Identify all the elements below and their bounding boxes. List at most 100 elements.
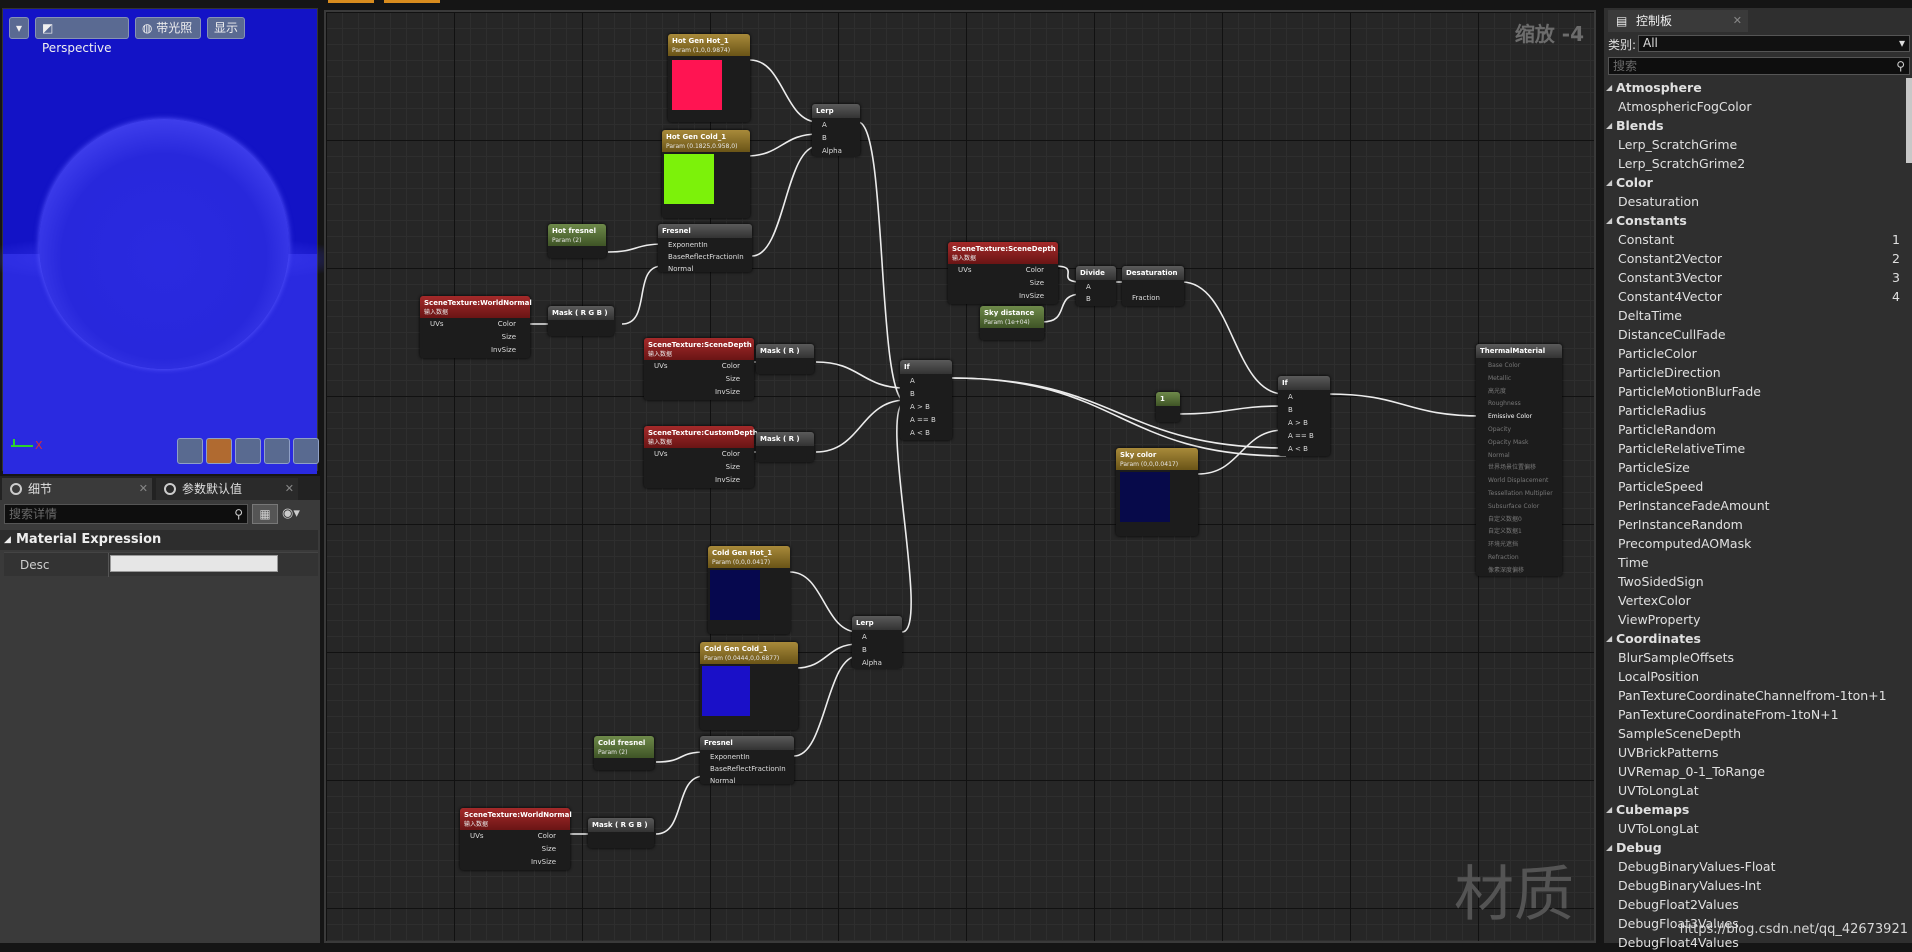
palette-item[interactable]: VertexColor [1604, 591, 1912, 610]
material-pin[interactable]: Normal [1488, 451, 1510, 459]
node-mask-r-2[interactable]: Mask ( R ) [756, 432, 814, 462]
palette-item[interactable]: Desaturation [1604, 192, 1912, 211]
palette-item[interactable]: DebugBinaryValues-Int [1604, 876, 1912, 895]
pin-alpha[interactable]: Alpha [862, 659, 882, 667]
pin-exponent[interactable]: ExponentIn [668, 241, 708, 249]
pin-altb[interactable]: A < B [1288, 445, 1308, 453]
palette-item[interactable]: DebugFloat3Values [1604, 914, 1912, 933]
palette-item[interactable]: ParticleRandom [1604, 420, 1912, 439]
palette-item[interactable]: UVToLongLat [1604, 819, 1912, 838]
material-pin[interactable]: Opacity [1488, 426, 1512, 433]
sphere-preview-icon[interactable] [206, 438, 232, 464]
pin-invsize[interactable]: InvSize [714, 388, 740, 396]
palette-item[interactable]: SampleSceneDepth [1604, 724, 1912, 743]
material-pin[interactable]: 自定义数据1 [1488, 528, 1522, 536]
pin-invsize[interactable]: InvSize [1018, 292, 1044, 300]
pin-b[interactable]: B [1288, 406, 1293, 414]
palette-item[interactable]: ParticleColor [1604, 344, 1912, 363]
close-icon[interactable]: ✕ [1732, 14, 1742, 27]
tab-highlight-1[interactable] [328, 0, 374, 3]
palette-item[interactable]: UVToLongLat [1604, 781, 1912, 800]
node-fresnel-hot[interactable]: Fresnel ExponentIn BaseReflectFractionIn… [658, 224, 752, 273]
preview-viewport[interactable]: ▾ ◩ Perspective ◍ 带光照 显示 X [0, 8, 363, 474]
node-if-2[interactable]: If A B A > B A == B A < B [1278, 376, 1330, 456]
node-mask-rgb-1[interactable]: Mask ( R G B ) [548, 306, 614, 336]
tab-highlight-2[interactable] [384, 0, 440, 3]
grid-view-icon[interactable]: ▦ [252, 504, 278, 524]
plane-preview-icon[interactable] [235, 438, 261, 464]
node-lerp-hot[interactable]: Lerp A B Alpha [812, 104, 860, 156]
palette-item[interactable]: ParticleRadius [1604, 401, 1912, 420]
pin-exponent[interactable]: ExponentIn [710, 753, 750, 761]
material-pin[interactable]: 自定义数据0 [1488, 515, 1522, 523]
pin-b[interactable]: B [862, 646, 867, 654]
palette-item[interactable]: ParticleDirection [1604, 363, 1912, 382]
palette-item[interactable]: TwoSidedSign [1604, 572, 1912, 591]
tab-palette[interactable]: ▤ 控制板 ✕ [1608, 10, 1748, 32]
material-pin[interactable]: Opacity Mask [1488, 438, 1529, 446]
eye-icon[interactable]: ◉▾ [282, 506, 300, 521]
node-mask-r-1[interactable]: Mask ( R ) [756, 344, 814, 374]
pin-invsize[interactable]: InvSize [714, 476, 740, 484]
palette-item[interactable]: ParticleMotionBlurFade [1604, 382, 1912, 401]
material-pin[interactable]: Subsurface Color [1488, 502, 1540, 510]
pin-uvs[interactable]: UVs [470, 832, 484, 840]
palette-item[interactable]: UVBrickPatterns [1604, 743, 1912, 762]
palette-item[interactable]: DebugFloat2Values [1604, 895, 1912, 914]
pin-fraction[interactable]: Fraction [1132, 294, 1160, 302]
pin-uvs[interactable]: UVs [430, 320, 444, 328]
node-fresnel-cold[interactable]: Fresnel ExponentIn BaseReflectFractionIn… [700, 736, 794, 785]
node-mask-rgb-2[interactable]: Mask ( R G B ) [588, 818, 654, 848]
pin-size[interactable]: Size [501, 333, 516, 341]
palette-scrollbar[interactable] [1906, 78, 1912, 163]
material-pin[interactable]: Metallic [1488, 374, 1512, 382]
pin-b[interactable]: B [910, 390, 915, 398]
palette-item[interactable]: PrecomputedAOMask [1604, 534, 1912, 553]
pin-size[interactable]: Size [541, 845, 556, 853]
pin-b[interactable]: B [822, 134, 827, 142]
palette-item[interactable]: Time [1604, 553, 1912, 572]
perspective-button[interactable]: ◩ Perspective [35, 17, 129, 55]
palette-item[interactable]: Lerp_ScratchGrime [1604, 135, 1912, 154]
pin-size[interactable]: Size [725, 463, 740, 471]
palette-category[interactable]: Coordinates [1604, 629, 1912, 648]
palette-item[interactable]: PanTextureCoordinateChannelfrom-1ton+1 [1604, 686, 1912, 705]
palette-item[interactable]: PanTextureCoordinateFrom-1toN+1 [1604, 705, 1912, 724]
close-icon[interactable]: ✕ [138, 482, 148, 495]
palette-category[interactable]: Blends [1604, 116, 1912, 135]
palette-item[interactable]: BlurSampleOffsets [1604, 648, 1912, 667]
pin-basereflect[interactable]: BaseReflectFractionIn [668, 253, 744, 261]
pin-altb[interactable]: A < B [910, 429, 930, 437]
pin-color[interactable]: Color [1025, 266, 1044, 274]
pin-alpha[interactable]: Alpha [822, 147, 842, 155]
palette-search-input[interactable]: 搜索 ⚲ [1608, 57, 1910, 75]
viewport-menu-button[interactable]: ▾ [9, 17, 29, 39]
node-lerp-cold[interactable]: Lerp A B Alpha [852, 616, 902, 668]
palette-category[interactable]: Debug [1604, 838, 1912, 857]
material-pin[interactable]: Refraction [1488, 554, 1519, 561]
tab-parameter-defaults[interactable]: 参数默认值 ✕ [156, 478, 298, 500]
pin-agtb[interactable]: A > B [1288, 419, 1308, 427]
material-pin[interactable]: 世界场景位置偏移 [1488, 464, 1537, 472]
pin-normal[interactable]: Normal [710, 777, 736, 785]
pin-a[interactable]: A [822, 121, 827, 129]
pin-size[interactable]: Size [1029, 279, 1044, 287]
node-divide[interactable]: Divide A B [1076, 266, 1116, 306]
palette-item[interactable]: DistanceCullFade [1604, 325, 1912, 344]
mesh-preview-icon[interactable] [293, 438, 319, 464]
